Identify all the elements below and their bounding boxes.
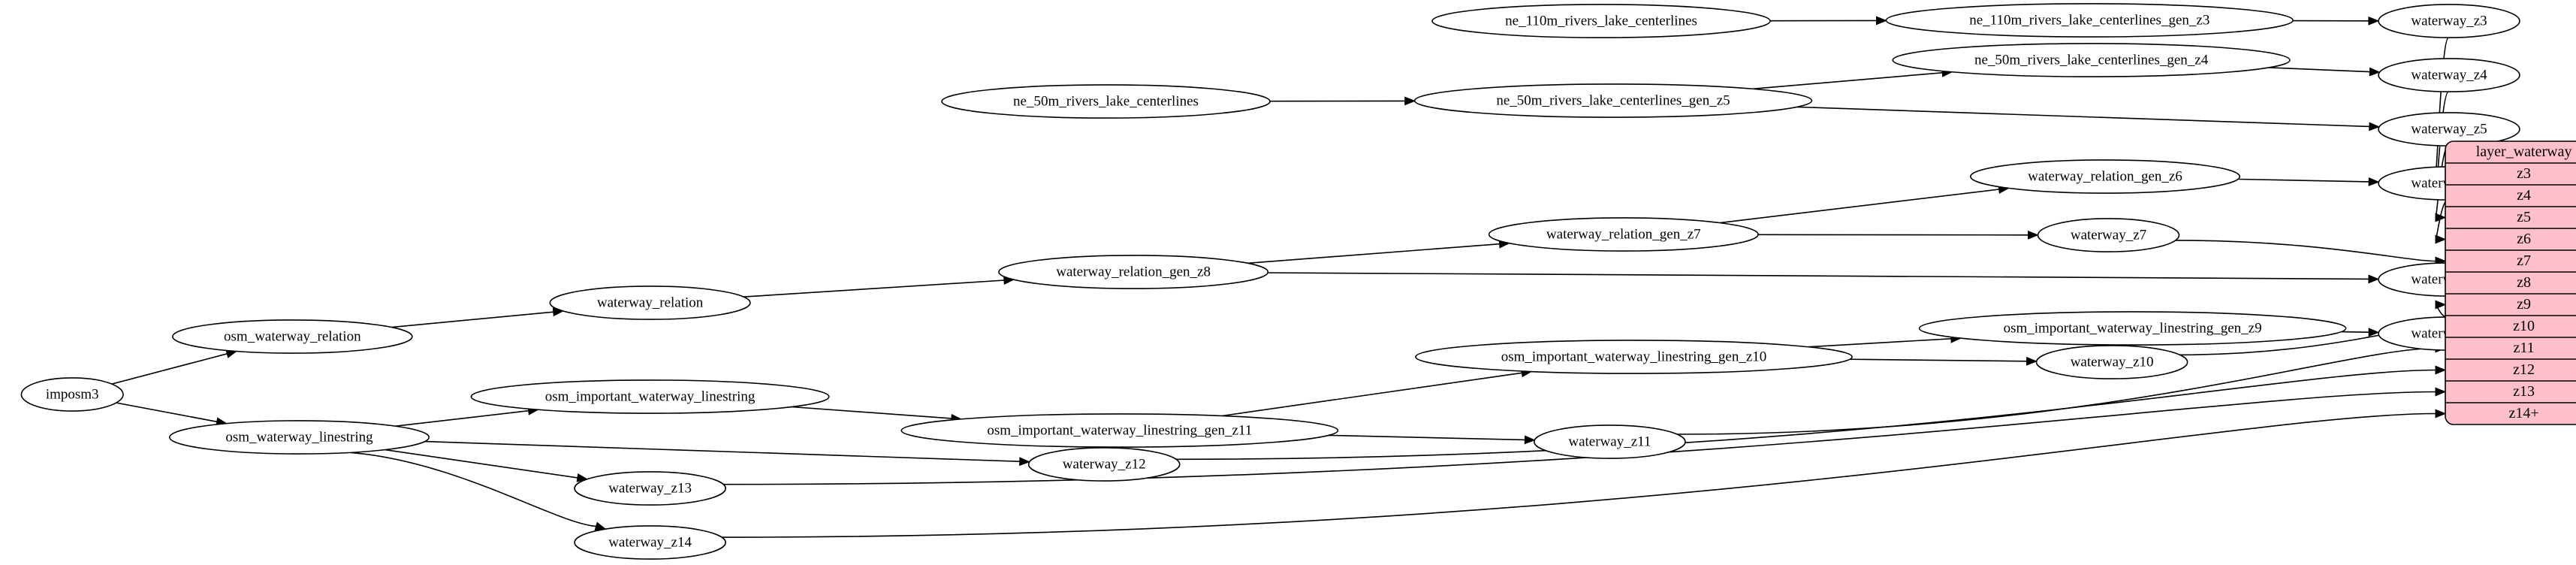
node-ellipse-waterway_relation_gen_z7 (1488, 217, 1759, 252)
graph-node-ne_50m_rivers_lake_centerlines_gen_z5[interactable]: ne_50m_rivers_lake_centerlines_gen_z5 (1413, 83, 1813, 118)
node-label-ne_50m_rivers_lake_centerlines_gen_z4: ne_50m_rivers_lake_centerlines_gen_z4 (1974, 52, 2209, 68)
table-row-z4[interactable]: z4 (2517, 187, 2531, 204)
node-label-osm_important_waterway_linestring: osm_important_waterway_linestring (545, 388, 756, 404)
node-label-waterway_z10: waterway_z10 (2071, 354, 2154, 370)
node-label-waterway_relation_gen_z6: waterway_relation_gen_z6 (2028, 168, 2182, 184)
graph-node-waterway_z5[interactable]: waterway_z5 (2378, 112, 2520, 147)
graph-node-waterway_z14[interactable]: waterway_z14 (574, 525, 726, 560)
node-ellipse-waterway_z3 (2378, 4, 2520, 38)
node-ellipse-ne_50m_rivers_lake_centerlines_gen_z5 (1413, 83, 1813, 118)
node-ellipse-osm_waterway_linestring (169, 420, 430, 455)
node-label-ne_110m_rivers_lake_centerlines_gen_z3: ne_110m_rivers_lake_centerlines_gen_z3 (1969, 12, 2210, 28)
node-label-waterway_z4: waterway_z4 (2411, 67, 2487, 83)
table-row-z6[interactable]: z6 (2517, 231, 2531, 247)
graph-node-waterway_z3[interactable]: waterway_z3 (2378, 4, 2520, 38)
node-label-waterway_z7: waterway_z7 (2071, 227, 2146, 243)
graph-node-osm_important_waterway_linestring_gen_z9[interactable]: osm_important_waterway_linestring_gen_z9 (1918, 311, 2347, 346)
table-row-z9[interactable]: z9 (2517, 296, 2531, 313)
node-label-waterway_relation_gen_z8: waterway_relation_gen_z8 (1056, 264, 1211, 279)
graph-node-waterway_z7[interactable]: waterway_z7 (2037, 218, 2180, 252)
graph-node-waterway_z10[interactable]: waterway_z10 (2035, 345, 2188, 379)
node-label-osm_waterway_linestring: osm_waterway_linestring (225, 429, 373, 445)
node-ellipse-waterway_z7 (2037, 218, 2180, 252)
node-ellipse-osm_important_waterway_linestring (470, 379, 830, 414)
table-row-z7[interactable]: z7 (2517, 252, 2531, 269)
table-row-z11[interactable]: z11 (2514, 340, 2535, 356)
node-ellipse-osm_waterway_relation (171, 319, 413, 354)
node-ellipse-waterway_relation_gen_z8 (998, 255, 1269, 289)
table-row-z10[interactable]: z10 (2513, 318, 2535, 334)
node-ellipse-waterway_z13 (574, 471, 726, 506)
node-ellipse-ne_50m_rivers_lake_centerlines_gen_z4 (1892, 43, 2291, 77)
graph-node-waterway_z4[interactable]: waterway_z4 (2378, 58, 2520, 92)
table-outline (2445, 140, 2576, 425)
node-ellipse-imposm3 (20, 377, 124, 412)
table-row-z8[interactable]: z8 (2517, 274, 2531, 291)
node-label-waterway_z12: waterway_z12 (1063, 456, 1146, 472)
node-label-ne_50m_rivers_lake_centerlines: ne_50m_rivers_lake_centerlines (1013, 93, 1199, 109)
node-label-osm_waterway_relation: osm_waterway_relation (224, 328, 361, 344)
node-label-ne_110m_rivers_lake_centerlines: ne_110m_rivers_lake_centerlines (1505, 13, 1697, 29)
node-label-waterway_z5: waterway_z5 (2411, 121, 2487, 137)
table-row-z3[interactable]: z3 (2517, 165, 2531, 182)
node-label-ne_50m_rivers_lake_centerlines_gen_z5: ne_50m_rivers_lake_centerlines_gen_z5 (1496, 92, 1730, 108)
graph-node-waterway_relation_gen_z6[interactable]: waterway_relation_gen_z6 (1970, 159, 2241, 194)
graph-node-imposm3[interactable]: imposm3 (20, 377, 124, 412)
graph-node-waterway_relation_gen_z8[interactable]: waterway_relation_gen_z8 (998, 255, 1269, 289)
node-label-osm_important_waterway_linestring_gen_z11: osm_important_waterway_linestring_gen_z1… (987, 422, 1252, 438)
table-row-z13[interactable]: z13 (2513, 383, 2535, 400)
graph-node-waterway_z13[interactable]: waterway_z13 (574, 471, 726, 506)
node-ellipse-waterway_z12 (1027, 447, 1181, 482)
node-ellipse-waterway_z4 (2378, 58, 2520, 92)
graph-node-waterway_z12[interactable]: waterway_z12 (1027, 447, 1181, 482)
node-ellipse-ne_110m_rivers_lake_centerlines_gen_z3 (1885, 3, 2294, 38)
graph-node-osm_waterway_relation[interactable]: osm_waterway_relation (171, 319, 413, 354)
graph-node-waterway_relation_gen_z7[interactable]: waterway_relation_gen_z7 (1488, 217, 1759, 252)
node-label-waterway_z3: waterway_z3 (2411, 13, 2487, 29)
graph-node-ne_110m_rivers_lake_centerlines[interactable]: ne_110m_rivers_lake_centerlines (1431, 4, 1771, 38)
table-title: layer_waterway (2476, 144, 2572, 160)
node-label-waterway_relation_gen_z7: waterway_relation_gen_z7 (1546, 226, 1701, 242)
table-row-z5[interactable]: z5 (2517, 209, 2531, 225)
node-ellipse-waterway_relation (549, 286, 751, 320)
graph-node-osm_important_waterway_linestring_gen_z11[interactable]: osm_important_waterway_linestring_gen_z1… (900, 413, 1339, 448)
node-ellipse-waterway_z14 (574, 525, 726, 560)
graph-node-osm_waterway_linestring[interactable]: osm_waterway_linestring (169, 420, 430, 455)
node-ellipse-osm_important_waterway_linestring_gen_z9 (1918, 311, 2347, 346)
graph-node-ne_110m_rivers_lake_centerlines_gen_z3[interactable]: ne_110m_rivers_lake_centerlines_gen_z3 (1885, 3, 2294, 38)
edges-layer (111, 16, 2450, 538)
table-row-z12[interactable]: z12 (2513, 361, 2535, 378)
node-label-osm_important_waterway_linestring_gen_z10: osm_important_waterway_linestring_gen_z1… (1501, 349, 1767, 364)
node-ellipse-ne_50m_rivers_lake_centerlines (941, 84, 1271, 119)
node-label-waterway_z14: waterway_z14 (608, 534, 692, 550)
graph-node-osm_important_waterway_linestring[interactable]: osm_important_waterway_linestring (470, 379, 830, 414)
graph-node-ne_50m_rivers_lake_centerlines[interactable]: ne_50m_rivers_lake_centerlines (941, 84, 1271, 119)
node-label-osm_important_waterway_linestring_gen_z9: osm_important_waterway_linestring_gen_z9 (2004, 320, 2262, 336)
node-ellipse-ne_110m_rivers_lake_centerlines (1431, 4, 1771, 38)
node-ellipse-waterway_relation_gen_z6 (1970, 159, 2241, 194)
node-label-waterway_relation: waterway_relation (597, 295, 704, 310)
graph-node-osm_important_waterway_linestring_gen_z10[interactable]: osm_important_waterway_linestring_gen_z1… (1415, 340, 1853, 374)
node-ellipse-waterway_z11 (1533, 425, 1686, 459)
node-label-waterway_z13: waterway_z13 (608, 480, 692, 496)
graph-node-waterway_relation[interactable]: waterway_relation (549, 286, 751, 320)
node-ellipse-waterway_z10 (2035, 345, 2188, 379)
graph-node-waterway_z11[interactable]: waterway_z11 (1533, 425, 1686, 459)
node-ellipse-osm_important_waterway_linestring_gen_z10 (1415, 340, 1853, 374)
node-label-waterway_z11: waterway_z11 (1568, 434, 1651, 449)
table-row-z14plus[interactable]: z14+ (2509, 405, 2539, 421)
graph-node-ne_50m_rivers_lake_centerlines_gen_z4[interactable]: ne_50m_rivers_lake_centerlines_gen_z4 (1892, 43, 2291, 77)
layer-waterway-table[interactable]: layer_waterway z3 z4 z5 z6 z7 z8 z9 z10 z11 z12 z13… (2445, 140, 2576, 425)
node-ellipse-osm_important_waterway_linestring_gen_z11 (900, 413, 1339, 448)
node-label-imposm3: imposm3 (46, 386, 99, 402)
nodes-layer: imposm3 osm_waterway_relation osm_waterway… (20, 3, 2520, 560)
